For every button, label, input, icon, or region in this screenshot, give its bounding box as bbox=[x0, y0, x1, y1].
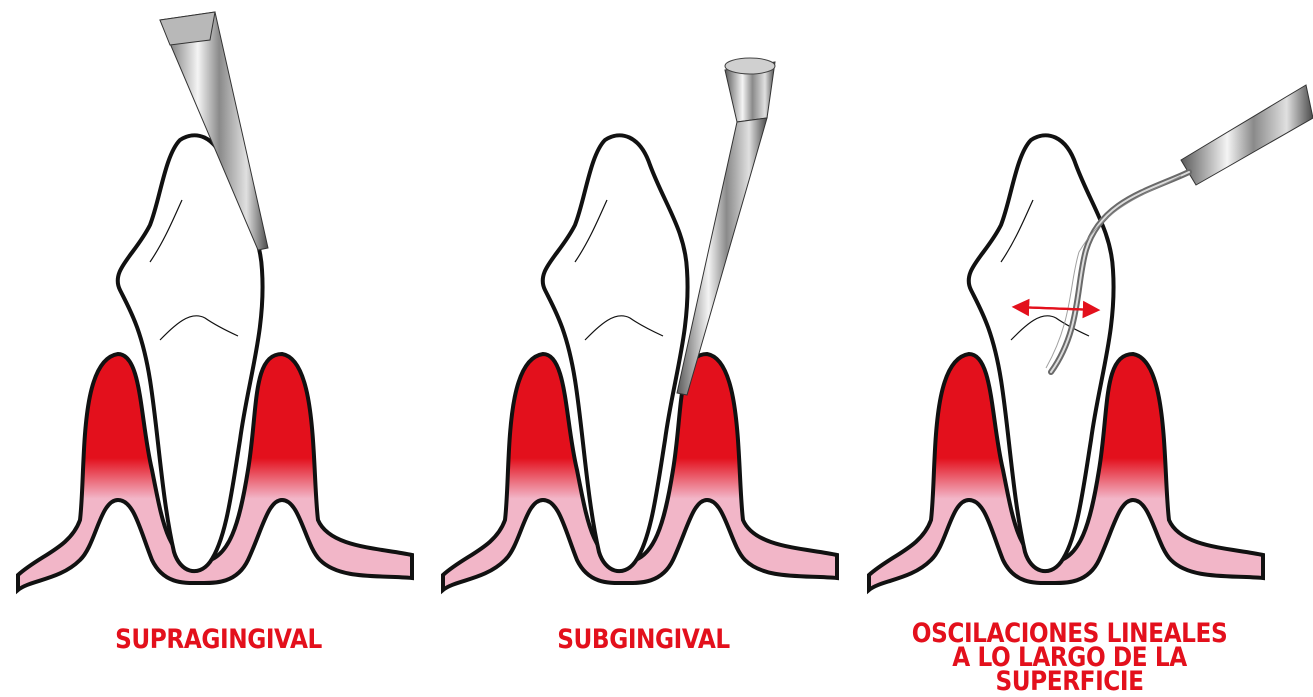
panel-subgingival: SUBGINGIVAL bbox=[425, 0, 862, 672]
caption-line: SUPRAGINGIVAL bbox=[31, 628, 407, 652]
caption: OSCILACIONES LINEALES A LO LARGO DE LA S… bbox=[882, 622, 1258, 694]
panel-oscillation: OSCILACIONES LINEALES A LO LARGO DE LA S… bbox=[851, 0, 1288, 672]
caption-line: SUBGINGIVAL bbox=[456, 628, 832, 652]
tooth-diagram bbox=[851, 0, 1313, 600]
caption-line: A LO LARGO DE LA SUPERFICIE bbox=[882, 646, 1258, 694]
panel-supragingival: SUPRAGINGIVAL bbox=[0, 0, 437, 672]
tooth-diagram bbox=[425, 0, 862, 600]
subgingival-scaler-tip bbox=[677, 58, 775, 395]
caption: SUBGINGIVAL bbox=[456, 628, 832, 652]
tooth-diagram bbox=[0, 0, 437, 600]
caption: SUPRAGINGIVAL bbox=[31, 628, 407, 652]
